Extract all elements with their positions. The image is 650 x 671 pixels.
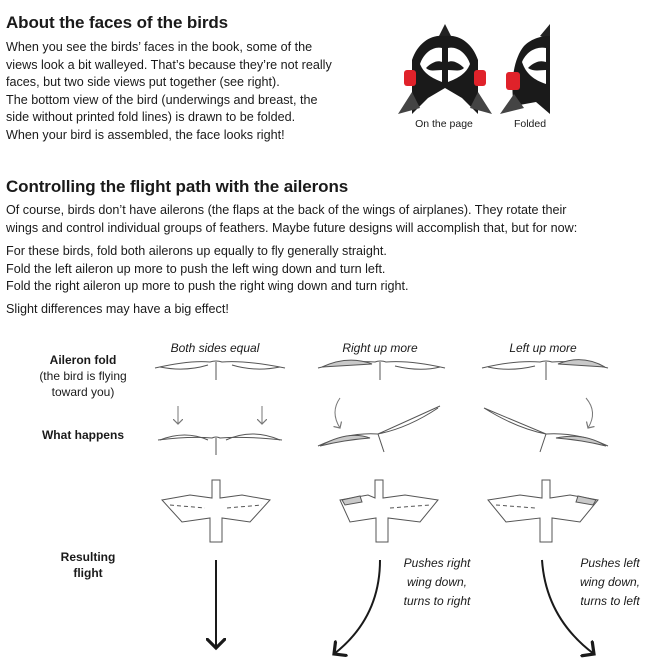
- topview-both-equal: [161, 479, 271, 543]
- column-header-both-equal: Both sides equal: [170, 341, 260, 355]
- wing-shape: [470, 92, 492, 114]
- red-patch: [474, 70, 486, 86]
- aileron-fold-sub: toward you): [51, 385, 115, 399]
- instruction-line: For these birds, fold both ailerons up e…: [6, 244, 387, 258]
- result-line: Pushes left: [580, 556, 640, 570]
- flight-instructions: For these birds, fold both ailerons up e…: [6, 243, 409, 296]
- bird-head-shape: [412, 35, 478, 115]
- intro-line: Of course, birds don’t have ailerons (th…: [6, 203, 567, 217]
- wing-shape: [500, 94, 524, 114]
- faces-paragraph: When you see the birds’ faces in the boo…: [6, 39, 332, 145]
- fold-both-equal: [154, 360, 286, 380]
- eye-stripe: [448, 61, 464, 71]
- column-header-right-up: Right up more: [342, 341, 418, 355]
- result-line: turns to right: [403, 594, 471, 608]
- row-label-resulting-flight: Resulting flight: [48, 549, 128, 581]
- happen-right-up: [317, 397, 441, 453]
- faces-line: side without printed fold lines) is draw…: [6, 110, 296, 125]
- bird-face-on-page: [398, 24, 492, 115]
- faces-line: When your bird is assembled, the face lo…: [6, 127, 285, 142]
- intro-line: wings and control individual groups of f…: [6, 220, 578, 235]
- flight-note: Slight differences may have a big effect…: [6, 302, 229, 316]
- beak-shape: [540, 24, 550, 40]
- resulting-line: flight: [73, 566, 103, 580]
- instruction-line: Fold the right aileron up more to push t…: [6, 279, 409, 294]
- caption-on-the-page: On the page: [415, 118, 473, 130]
- red-patch: [404, 70, 416, 86]
- row-label-aileron-fold: Aileron fold (the bird is flying toward …: [28, 352, 138, 400]
- faces-line: faces, but two side views put together (…: [6, 75, 280, 90]
- fold-right-up: [317, 359, 446, 380]
- happen-both-equal: [157, 406, 283, 455]
- wing-shape: [398, 92, 420, 114]
- arrow-curve-right: [334, 559, 381, 654]
- column-header-left-up: Left up more: [509, 341, 577, 355]
- flight-heading: Controlling the flight path with the ail…: [6, 177, 349, 196]
- red-patch: [506, 72, 520, 90]
- fold-left-up: [481, 359, 609, 380]
- result-line: wing down,: [406, 575, 468, 589]
- aileron-fold-sub: (the bird is flying: [39, 369, 127, 383]
- bird-faces-illustration: [398, 24, 550, 115]
- eye-stripe: [426, 61, 442, 71]
- caption-folded: Folded: [513, 118, 547, 130]
- result-line: wing down,: [579, 575, 641, 589]
- instruction-line: Fold the left aileron up more to push th…: [6, 261, 386, 276]
- flight-intro: Of course, birds don’t have ailerons (th…: [6, 202, 577, 237]
- flight-arrows: [216, 559, 594, 654]
- bird-face-folded: [500, 24, 550, 114]
- result-right-text: Pushes right wing down, turns to right: [392, 554, 482, 611]
- faces-heading: About the faces of the birds: [6, 13, 228, 32]
- topview-right-up: [339, 479, 439, 543]
- faces-line: views look a bit walleyed. That’s becaus…: [6, 57, 332, 72]
- faces-line: The bottom view of the bird (underwings …: [6, 92, 318, 107]
- beak-shape: [439, 24, 451, 36]
- happen-left-up: [483, 397, 609, 453]
- eye-stripe: [528, 61, 546, 71]
- result-left-text: Pushes left wing down, turns to left: [568, 554, 650, 611]
- aileron-diagram: [154, 359, 609, 671]
- aileron-fold-title: Aileron fold: [49, 353, 117, 367]
- result-line: turns to left: [580, 594, 640, 608]
- resulting-line: Resulting: [60, 550, 116, 564]
- topview-left-up: [487, 479, 599, 543]
- arrow-curve-left: [541, 559, 594, 654]
- result-line: Pushes right: [403, 556, 471, 570]
- faces-line: When you see the birds’ faces in the boo…: [6, 40, 313, 54]
- row-label-what-happens: What happens: [41, 428, 124, 442]
